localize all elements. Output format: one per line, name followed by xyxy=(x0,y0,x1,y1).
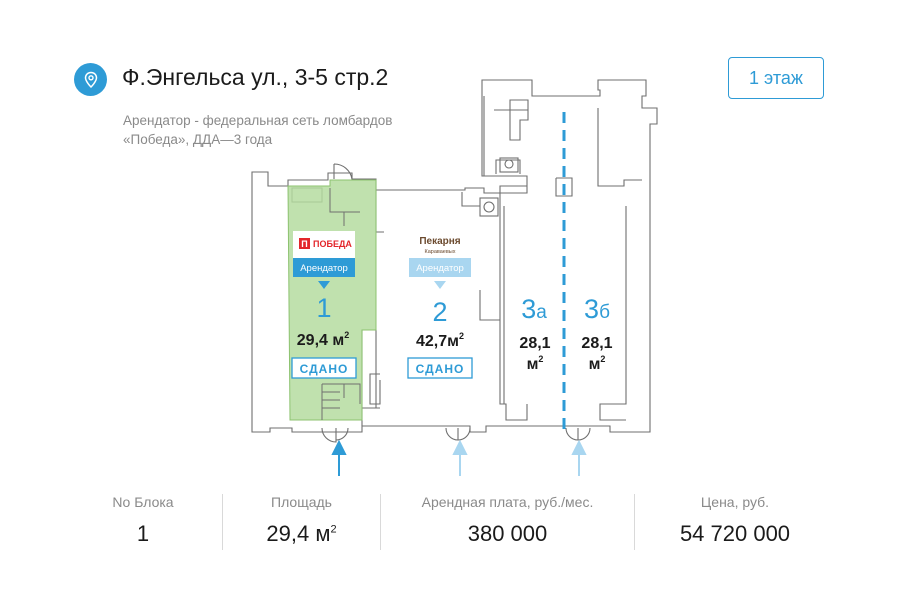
unit-3b-area-sup: 2 xyxy=(600,354,605,364)
pobeda-logo xyxy=(299,238,310,249)
stat-label: No Блока xyxy=(112,494,174,510)
stat-price: Цена, руб. 54 720 000 xyxy=(635,492,835,552)
unit-3a-area-sup: 2 xyxy=(538,354,543,364)
floor-selector-button[interactable]: 1 этаж xyxy=(728,57,824,99)
unit-1-status: СДАНО xyxy=(300,362,349,376)
plan-fixture xyxy=(504,159,514,169)
plan-fixture xyxy=(479,197,499,217)
stat-value-sup: 2 xyxy=(330,523,337,536)
unit-3a-number-suffix: а xyxy=(536,302,547,323)
unit-2-area-label: 42,7м2 xyxy=(416,331,464,350)
pekarnya-logo xyxy=(409,231,471,258)
tenant-description-line: Арендатор - федеральная сеть ломбардов xyxy=(123,113,393,128)
unit-1-brand: ПОБЕДА xyxy=(313,239,352,249)
unit-1-status-badge xyxy=(291,357,357,379)
page-title: Ф.Энгельса ул., 3-5 стр.2 xyxy=(122,64,389,90)
stat-value-text: 29,4 м xyxy=(266,521,331,546)
pobeda-logo: П xyxy=(301,239,307,249)
unit-1-tenant-tag-label: Арендатор xyxy=(300,263,348,274)
unit-3a-number: 3а xyxy=(521,294,547,324)
stairs xyxy=(321,384,340,420)
entrance-arrow-icon xyxy=(331,439,347,455)
divider xyxy=(634,494,635,550)
unit-2-brand-sub: Караваевых xyxy=(425,249,456,255)
stat-label: Цена, руб. xyxy=(700,494,770,510)
unit-2-tenant-tag-label: Арендатор xyxy=(416,263,464,274)
tenant-description: Арендатор - федеральная сеть ломбардов «… xyxy=(123,111,443,149)
unit-3b-area-unit: м2 xyxy=(589,354,606,373)
entrance-arrow-icon xyxy=(571,439,587,455)
tag-pointer-icon xyxy=(318,281,330,289)
plan-wall xyxy=(479,185,528,421)
stat-label: Площадь xyxy=(271,494,332,510)
unit-3a-area-value: 28,1 xyxy=(519,335,550,352)
unit-1-area-value: 29,4 м xyxy=(297,332,344,349)
unit-3a-unit: м xyxy=(527,356,539,373)
unit-1-area-label: 29,4 м2 xyxy=(297,330,349,349)
unit-2-status-badge xyxy=(407,357,473,379)
unit-3b-unit: м xyxy=(589,356,601,373)
unit-2-status: СДАНО xyxy=(416,362,465,376)
plan-fixture xyxy=(461,192,480,207)
stat-block-number: No Блока 1 xyxy=(64,492,222,552)
stat-label: Арендная плата, руб./мес. xyxy=(421,494,594,510)
unit-3b-area-value: 28,1 xyxy=(581,335,612,352)
tenant-description-line: «Победа», ДДА—3 года xyxy=(123,132,273,147)
unit-1-tenant-tag xyxy=(293,258,355,277)
unit-3a-area-unit: м2 xyxy=(527,354,544,373)
unit-3b-number-main: 3 xyxy=(584,294,599,324)
unit-2-brand: Пекарня xyxy=(419,236,460,247)
unit-3b-number-suffix: б xyxy=(599,302,610,323)
unit-3a-number-main: 3 xyxy=(521,294,536,324)
unit-2-area-sup: 2 xyxy=(459,331,464,341)
unit-2-tenant-tag xyxy=(409,258,471,277)
stat-value: 29,4 м2 xyxy=(266,521,336,547)
entrance-arrow-icon xyxy=(452,439,468,455)
location-pin-icon xyxy=(74,63,107,96)
door-swing xyxy=(445,427,471,441)
plan-wall xyxy=(509,99,642,421)
stat-value: 54 720 000 xyxy=(679,521,791,546)
stat-value: 380 000 xyxy=(467,521,548,546)
door-swing xyxy=(333,163,353,180)
plan-fixture xyxy=(483,201,495,213)
plan-wall xyxy=(483,96,528,176)
door-swing xyxy=(321,427,349,443)
plan-fixture xyxy=(499,157,519,173)
unit-3b-number: 3б xyxy=(584,294,610,324)
stat-rent: Арендная плата, руб./мес. 380 000 xyxy=(381,492,634,552)
door-swing xyxy=(565,427,591,441)
unit-summary: No Блока 1 Площадь 29,4 м2 Арендная плат… xyxy=(64,492,836,552)
unit-1-number: 1 xyxy=(316,293,331,323)
unit-1-area-sup: 2 xyxy=(344,330,349,340)
unit-2-number: 2 xyxy=(432,297,447,327)
plan-wall xyxy=(322,188,361,404)
tag-pointer-icon xyxy=(434,281,446,289)
divider xyxy=(222,494,223,550)
stat-value: 1 xyxy=(136,521,150,546)
unit-2-area-value: 42,7м xyxy=(416,333,459,350)
divider xyxy=(380,494,381,550)
stat-area: Площадь 29,4 м2 xyxy=(223,492,380,552)
